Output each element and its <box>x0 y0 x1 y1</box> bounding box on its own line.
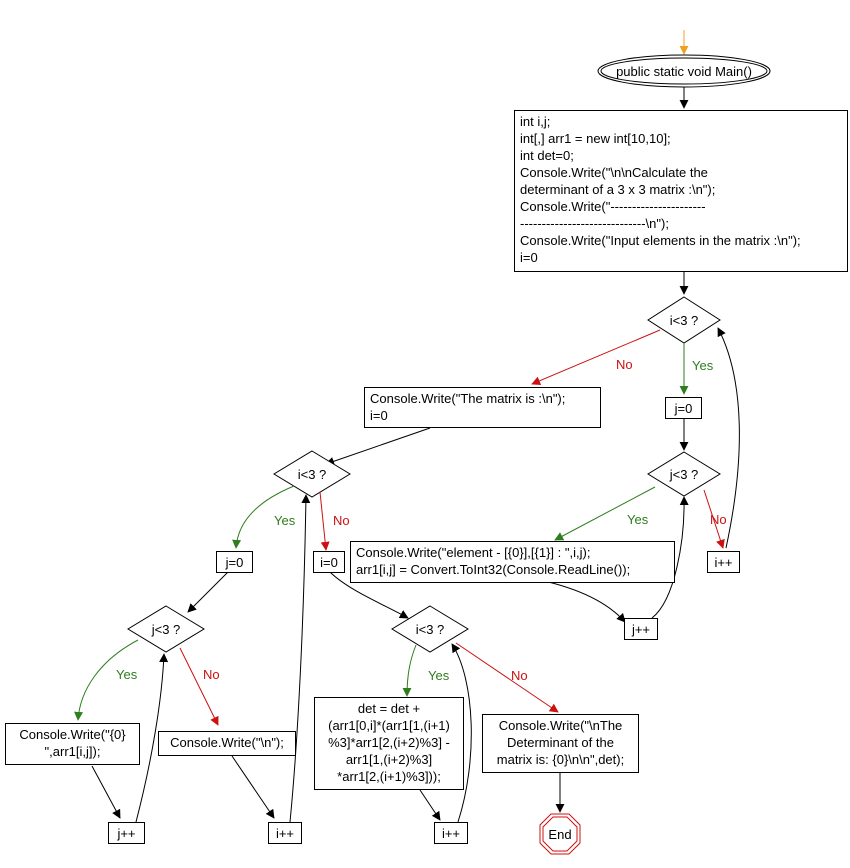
decision-i-det-label: i<3 ? <box>416 622 445 637</box>
edge-elem-jinc <box>91 765 121 819</box>
increment-i-top: i++ <box>707 551 740 573</box>
edge-iincleft-loop <box>289 494 311 823</box>
label-no-jtop: No <box>710 512 727 527</box>
label-yes-iprint: Yes <box>274 513 296 528</box>
increment-i-det: i++ <box>434 822 468 844</box>
label-yes-idet: Yes <box>428 668 450 683</box>
decision-j-top: j<3 ? <box>647 451 721 497</box>
result-block: Console.Write("\nThe Determinant of the … <box>482 714 639 773</box>
decision-i-outer-label: i<3 ? <box>670 313 699 328</box>
decision-i-outer: i<3 ? <box>647 296 721 344</box>
increment-j-top: j++ <box>624 618 658 640</box>
decision-i-print: i<3 ? <box>273 450 351 498</box>
start-node: public static void Main() <box>597 54 771 88</box>
edge-iincdet-loop <box>451 643 472 823</box>
edge-jleft-no <box>179 647 219 726</box>
label-no-jleft: No <box>203 667 220 682</box>
decision-j-top-label: j<3 ? <box>669 467 699 482</box>
edge-i0-conddet <box>329 571 409 619</box>
edge-det-iinc <box>419 789 441 821</box>
edge-jleft-yes <box>74 639 139 721</box>
det-calc-block: det = det + (arr1[0,i]*(arr1[1,(i+1) %3]… <box>314 697 464 790</box>
init-block: int i,j; int[,] arr1 = new int[10,10]; i… <box>514 110 848 272</box>
edge-read-jinc <box>539 579 626 623</box>
end-node: End <box>539 813 581 855</box>
edge-idet-no <box>455 642 559 713</box>
edge-header-condi <box>325 427 431 466</box>
decision-j-left-label: j<3 ? <box>151 622 181 637</box>
edge-iprint-yes <box>232 485 295 549</box>
end-label: End <box>548 827 571 842</box>
decision-i-det: i<3 ? <box>391 605 469 653</box>
label-no-outer: No <box>616 357 633 372</box>
decision-j-left: j<3 ? <box>127 605 205 653</box>
edge-iprint-no <box>319 491 330 551</box>
print-element-block: Console.Write("{0} ",arr1[i,j]); <box>5 723 140 765</box>
label-no-iprint: No <box>333 513 350 528</box>
edge-jtop-yes <box>554 486 656 541</box>
decision-i-print-label: i<3 ? <box>298 467 327 482</box>
read-element-block: Console.Write("element - [{0}],[{1}] : "… <box>350 541 675 583</box>
label-no-idet: No <box>511 668 528 683</box>
edge-j0left-condj <box>187 571 229 613</box>
assign-j0-left: j=0 <box>216 551 253 573</box>
label-yes-jleft: Yes <box>116 667 138 682</box>
print-newline-block: Console.Write("\n"); <box>158 731 296 756</box>
edge-outer-no <box>531 329 661 385</box>
assign-i0: i=0 <box>313 551 345 573</box>
increment-j-left: j++ <box>108 822 145 844</box>
edge-iinc-loop <box>717 327 740 549</box>
label-yes-outer: Yes <box>692 358 714 373</box>
edge-jtop-no <box>703 489 725 549</box>
edge-jincleft-loop <box>135 653 169 823</box>
edge-idet-yes <box>402 644 417 697</box>
edge-newline-iinc <box>231 755 275 819</box>
assign-j0-top: j=0 <box>665 397 702 419</box>
label-yes-jtop: Yes <box>627 512 649 527</box>
edge-jinc-loop <box>651 496 689 619</box>
increment-i-left: i++ <box>268 822 302 844</box>
start-label: public static void Main() <box>616 64 752 79</box>
print-header-block: Console.Write("The matrix is :\n"); i=0 <box>364 387 601 428</box>
